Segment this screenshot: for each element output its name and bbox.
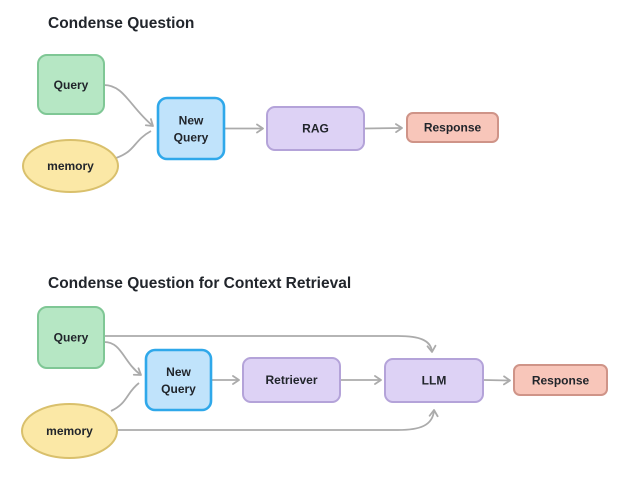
node-memory-label: memory — [47, 159, 94, 173]
node-memory-2-shape — [21, 403, 118, 459]
node-response-label: Response — [424, 121, 482, 135]
node-query-label: Query — [54, 78, 89, 92]
node-new-query-2-shape — [144, 348, 213, 412]
edge-query-to-new-query-2 — [103, 341, 142, 376]
node-response-2-label: Response — [532, 374, 590, 388]
node-new-query-shape — [156, 96, 226, 161]
node-query-2-shape — [37, 306, 105, 369]
node-retriever-shape — [242, 357, 341, 403]
diagram1-title: Condense Question — [48, 15, 194, 32]
node-rag-label: RAG — [302, 122, 329, 136]
node-memory-2-label: memory — [46, 424, 93, 438]
edge-rag-to-response — [364, 123, 403, 133]
diagram-condense-question: Condense Question Query memory New Query… — [22, 15, 499, 193]
node-response-2-shape — [513, 364, 608, 396]
edge-memory-to-llm — [117, 409, 439, 431]
edge-memory-to-new-query-2 — [110, 382, 140, 412]
node-response-shape — [406, 112, 499, 143]
edge-query-to-llm — [104, 335, 437, 353]
edge-llm-to-response — [483, 375, 511, 386]
node-llm-label: LLM — [422, 374, 447, 388]
node-llm-shape — [384, 358, 484, 403]
diagram-condense-question-context-retrieval: Condense Question for Context Retrieval … — [21, 275, 608, 459]
node-retriever-label: Retriever — [265, 373, 317, 387]
node-new-query-label-line1: New — [179, 114, 204, 128]
diagram2-title: Condense Question for Context Retrieval — [48, 275, 351, 292]
node-memory-shape — [22, 139, 119, 193]
edge-query-to-new-query — [103, 84, 154, 127]
edge-memory-to-new-query — [115, 130, 152, 159]
node-new-query-label-line2: Query — [174, 131, 209, 145]
node-query-shape — [37, 54, 105, 115]
node-new-query-2-label-line2: Query — [161, 382, 196, 396]
node-query-2-label: Query — [54, 331, 89, 345]
node-rag-shape — [266, 106, 365, 151]
node-new-query-2-label-line1: New — [166, 365, 191, 379]
